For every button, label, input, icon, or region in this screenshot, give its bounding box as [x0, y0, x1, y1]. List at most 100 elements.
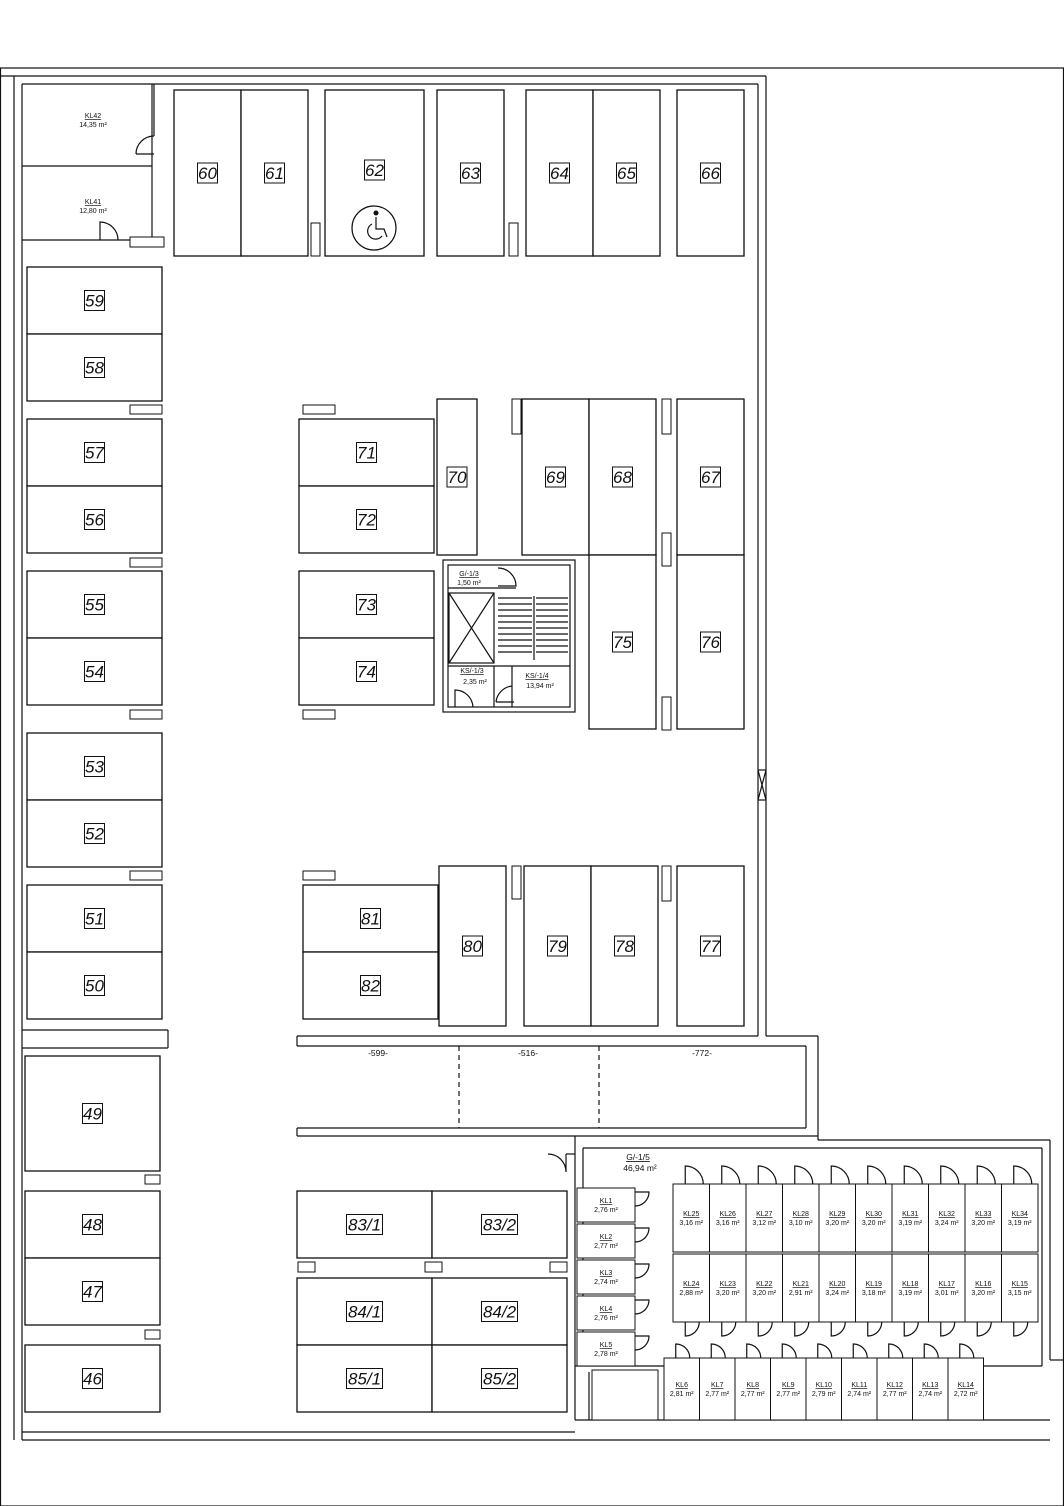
locker-area: 3,19 m² — [898, 1220, 922, 1227]
curb — [549, 1261, 568, 1273]
locker-area: 3,20 m² — [752, 1290, 776, 1297]
curb — [508, 222, 519, 257]
parking-space-number: 51 — [85, 910, 104, 929]
parking-space-68: 68 — [588, 398, 657, 556]
locker-kl1: KL12,76 m² — [576, 1187, 650, 1223]
curb — [144, 1174, 161, 1185]
locker-id: KL14 — [958, 1382, 974, 1389]
curb — [661, 696, 672, 731]
locker-id: KL19 — [866, 1281, 882, 1288]
stair-core: G/-1/3 1,50 m² KS/-1/3 2,35 m² KS/-1/4 1… — [442, 559, 576, 713]
locker-area: 3,20 m² — [825, 1220, 849, 1227]
curb — [144, 1329, 161, 1340]
dimension: -599- — [368, 1048, 388, 1058]
parking-space-number: 71 — [357, 444, 376, 463]
parking-space-51: 51 — [26, 884, 163, 953]
locker-area: 2,77 m² — [883, 1391, 907, 1398]
locker-id: KL23 — [720, 1281, 736, 1288]
locker-area: 3,10 m² — [789, 1220, 813, 1227]
parking-space-number: 85/1 — [348, 1370, 381, 1389]
parking-space-74: 74 — [298, 637, 435, 706]
locker-area: 3,20 m² — [971, 1290, 995, 1297]
wheelchair-icon — [351, 205, 397, 251]
curb — [129, 709, 163, 720]
parking-space-number: 60 — [198, 164, 217, 183]
parking-space-71: 71 — [298, 418, 435, 487]
storage-area: 14,35 m² — [79, 122, 107, 129]
parking-curbs — [129, 222, 672, 1340]
curb — [661, 398, 672, 435]
parking-space-number: 69 — [546, 468, 565, 487]
parking-space-83-2: 83/2 — [431, 1190, 568, 1259]
parking-space-62: 62 — [324, 89, 425, 257]
locker-id: KL29 — [829, 1211, 845, 1218]
parking-space-70: 70 — [436, 398, 478, 556]
parking-space-number: 67 — [701, 468, 720, 487]
parking-space-number: 83/1 — [348, 1216, 381, 1235]
locker-kl3: KL32,74 m² — [576, 1259, 650, 1295]
locker-kl10: KL10 2,79 m² — [805, 1343, 842, 1421]
locker-id: KL20 — [829, 1281, 845, 1288]
parking-space-50: 50 — [26, 951, 163, 1020]
locker-id: KL6 — [676, 1382, 689, 1389]
parking-space-number: 73 — [357, 596, 376, 615]
parking-space-46: 46 — [24, 1344, 161, 1413]
locker-area: 3,20 m² — [971, 1220, 995, 1227]
locker-area: 2,81 m² — [670, 1391, 694, 1398]
parking-space-number: 84/2 — [483, 1303, 517, 1322]
parking-space-76: 76 — [676, 554, 745, 730]
locker-id: KL25 — [683, 1211, 699, 1218]
parking-space-number: 52 — [85, 825, 104, 844]
parking-space-number: 65 — [617, 164, 636, 183]
dimension: -516- — [518, 1048, 538, 1058]
parking-space-number: 80 — [463, 937, 482, 956]
curb — [297, 1261, 316, 1273]
locker-id: KL27 — [756, 1211, 772, 1218]
parking-space-59: 59 — [26, 266, 163, 335]
locker-area: 3,16 m² — [716, 1220, 740, 1227]
locker-area: 3,01 m² — [935, 1290, 959, 1297]
room-id: G/-1/3 — [459, 571, 479, 578]
room-area: 2,35 m² — [463, 679, 487, 686]
parking-space-55: 55 — [26, 570, 163, 639]
storage-area: 12,80 m² — [79, 208, 107, 215]
locker-id: KL21 — [793, 1281, 809, 1288]
locker-area: 2,72 m² — [954, 1391, 978, 1398]
curb — [661, 532, 672, 567]
parking-space-53: 53 — [26, 732, 163, 801]
locker-id: KL31 — [902, 1211, 918, 1218]
locker-area: 2,79 m² — [812, 1391, 836, 1398]
locker-area: 3,24 m² — [825, 1290, 849, 1297]
locker-kl27: KL27 3,12 m² — [745, 1165, 783, 1253]
locker-area: 2,76 m² — [594, 1315, 618, 1322]
parking-space-number: 46 — [83, 1370, 102, 1389]
locker-area: 3,12 m² — [752, 1220, 776, 1227]
locker-area: 2,74 m² — [847, 1391, 871, 1398]
parking-space-number: 72 — [357, 511, 376, 530]
locker-id: KL1 — [600, 1198, 613, 1205]
curb — [129, 557, 163, 568]
parking-space-number: 48 — [83, 1216, 102, 1235]
room-area: 1,50 m² — [457, 580, 481, 587]
curb — [129, 870, 163, 881]
storage-id: KL42 — [85, 113, 101, 120]
locker-area: 2,78 m² — [594, 1351, 618, 1358]
parking-space-63: 63 — [436, 89, 505, 257]
locker-area: 2,77 m² — [594, 1243, 618, 1250]
locker-id: KL2 — [600, 1234, 613, 1241]
locker-area: 3,20 m² — [716, 1290, 740, 1297]
locker-id: KL34 — [1012, 1211, 1028, 1218]
parking-space-77: 77 — [676, 865, 745, 1027]
parking-space-number: 83/2 — [483, 1216, 517, 1235]
locker-id: KL10 — [816, 1382, 832, 1389]
room-id: KS/-1/3 — [460, 668, 483, 675]
locker-id: KL8 — [747, 1382, 760, 1389]
parking-space-73: 73 — [298, 570, 435, 639]
room-id: G/-1/5 — [626, 1152, 650, 1162]
locker-area: 2,77 m² — [776, 1391, 800, 1398]
